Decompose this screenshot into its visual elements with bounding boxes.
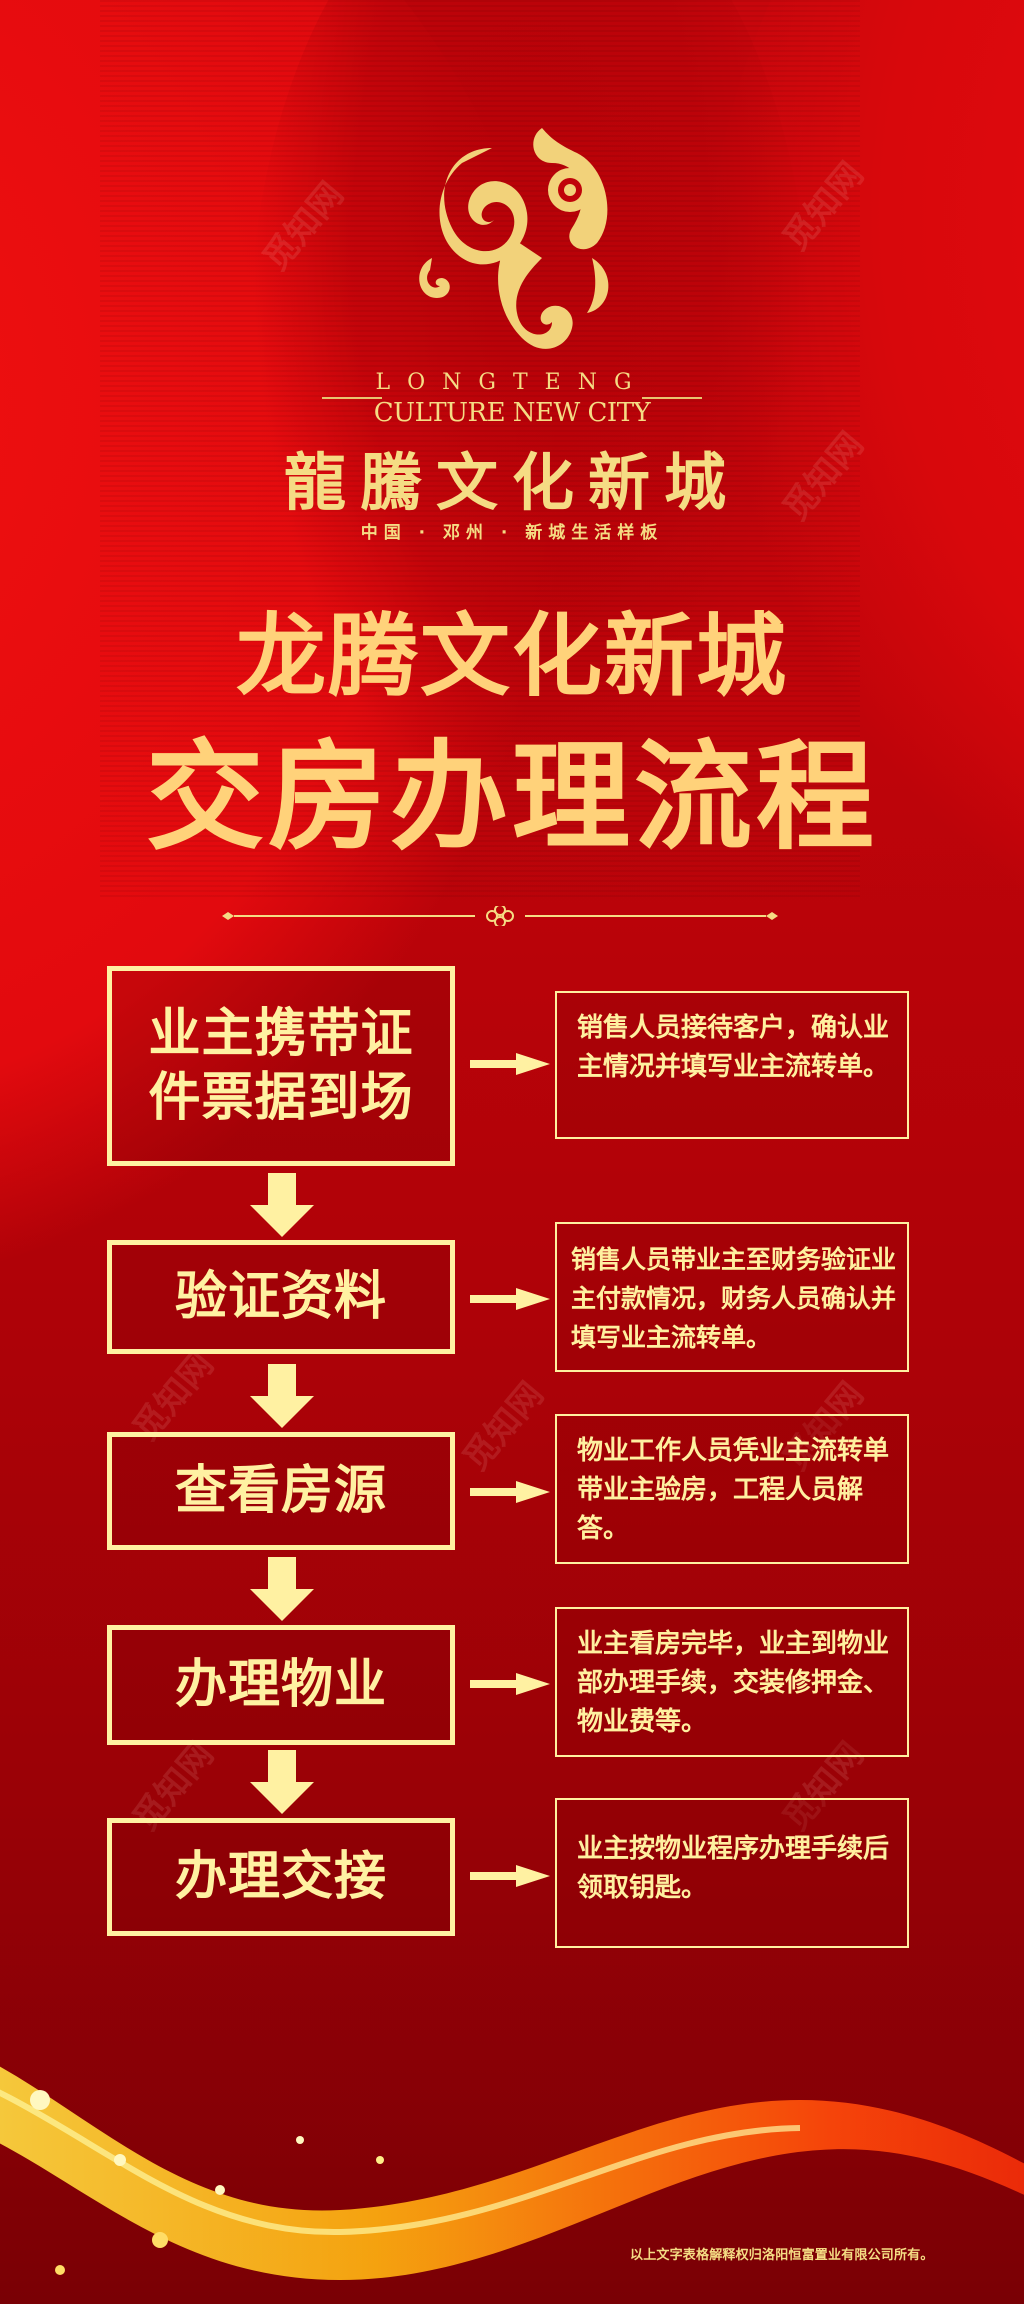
step-label: 业主携带证件票据到场 — [148, 1004, 414, 1128]
divider-right — [642, 397, 702, 399]
background-center-panel — [250, 0, 810, 830]
page-title: 龙腾文化新城 — [236, 604, 788, 709]
right-arrow-icon — [470, 1673, 550, 1695]
right-arrow-icon — [470, 1481, 550, 1503]
brand-slogan: 中国 · 邓州 · 新城生活样板 — [360, 523, 664, 543]
down-arrow-icon — [250, 1750, 314, 1814]
step-label: 办理交接 — [174, 1847, 387, 1907]
brand-chinese-name: 龍騰文化新城 — [283, 446, 740, 519]
step-box-3: 查看房源 — [107, 1432, 455, 1550]
ornament-divider — [222, 906, 778, 926]
down-arrow-icon — [250, 1557, 314, 1621]
brand-english-line2: CULTURE NEW CITY — [373, 398, 651, 428]
step-description-3: 物业工作人员凭业主流转单带业主验房，工程人员解答。 — [555, 1414, 909, 1564]
divider-left — [322, 397, 382, 399]
step-description-2: 销售人员带业主至财务验证业主付款情况，财务人员确认并填写业主流转单。 — [555, 1222, 909, 1372]
brand-header: LONGTENG CULTURE NEW CITY 龍騰文化新城 中国 · 邓州… — [0, 0, 1024, 560]
page-subtitle: 交房办理流程 — [145, 728, 878, 866]
step-box-1: 业主携带证件票据到场 — [107, 966, 455, 1166]
step-box-4: 办理物业 — [107, 1625, 455, 1745]
down-arrow-icon — [250, 1173, 314, 1237]
down-arrow-icon — [250, 1364, 314, 1428]
brand-english-line1: LONGTENG — [375, 370, 649, 395]
step-label: 验证资料 — [174, 1267, 387, 1327]
light-wave-decoration — [0, 2066, 1024, 2280]
right-arrow-icon — [470, 1053, 550, 1075]
step-description-5: 业主按物业程序办理手续后领取钥匙。 — [555, 1798, 909, 1948]
right-arrow-icon — [470, 1865, 550, 1887]
step-label: 查看房源 — [174, 1461, 387, 1521]
footer-disclaimer: 以上文字表格解释权归洛阳恒富置业有限公司所有。 — [630, 2248, 934, 2263]
step-box-5: 办理交接 — [107, 1818, 455, 1936]
step-box-2: 验证资料 — [107, 1240, 455, 1354]
right-arrow-icon — [470, 1288, 550, 1310]
step-description-4: 业主看房完毕，业主到物业部办理手续，交装修押金、物业费等。 — [555, 1607, 909, 1757]
step-description-1: 销售人员接待客户，确认业主情况并填写业主流转单。 — [555, 991, 909, 1139]
dragon-logo-icon — [419, 128, 609, 349]
step-label: 办理物业 — [174, 1655, 387, 1715]
